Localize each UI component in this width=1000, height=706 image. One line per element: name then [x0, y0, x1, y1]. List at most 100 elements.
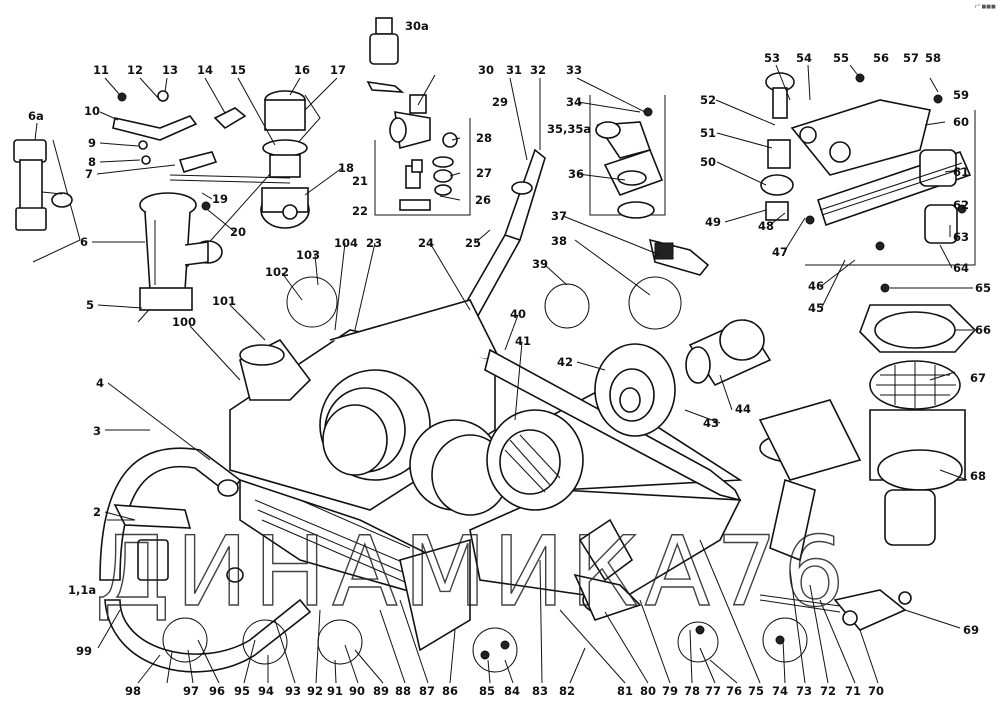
callout-label: 27 [476, 166, 492, 180]
callout-label: 47 [772, 245, 788, 259]
callout-label: 56 [873, 51, 889, 65]
callout-label: 94 [258, 684, 274, 698]
callout-label: 64 [953, 261, 969, 275]
callout-label: 87 [419, 684, 435, 698]
callout-label: 39 [532, 257, 548, 271]
callout-label: 6а [28, 109, 44, 123]
callout-label: 57 [903, 51, 919, 65]
callout-label: 1,1а [68, 583, 96, 597]
drawing-linework [13, 17, 977, 673]
callout-label: 91 [327, 684, 343, 698]
callout-label: 54 [796, 51, 812, 65]
callout-label: 59 [953, 88, 969, 102]
callout-label: 75 [748, 684, 764, 698]
callout-label: 101 [212, 294, 236, 308]
callout-label: 70 [868, 684, 884, 698]
corrugated-hoses-part [573, 399, 862, 621]
callout-label: 38 [551, 234, 567, 248]
callout-label: 44 [735, 402, 751, 416]
callout-label: 63 [953, 230, 969, 244]
callout-label: 51 [700, 126, 716, 140]
callout-label: 18 [338, 161, 354, 175]
callout-label: 84 [504, 684, 520, 698]
callout-label: 16 [294, 63, 310, 77]
plunger-part [760, 72, 795, 221]
callout-label: 29 [492, 95, 508, 109]
callout-label: 35,35а [547, 122, 591, 136]
callout-label: 11 [93, 63, 109, 77]
callout-label: 14 [197, 63, 213, 77]
electric-motor-part [594, 318, 772, 437]
callout-label: 15 [230, 63, 246, 77]
detail-insets [162, 276, 808, 673]
grille-hatching [876, 362, 956, 408]
callout-labels: 1,1а 2 3 4 5 6 6а 7 8 9 10 11 12 13 14 1… [28, 19, 991, 698]
callout-label: 98 [125, 684, 141, 698]
switch-38-part [648, 238, 710, 276]
callout-label: 30а [405, 19, 429, 33]
callout-label: 37 [551, 209, 567, 223]
callout-label: 67 [970, 371, 986, 385]
callout-label: 80 [640, 684, 656, 698]
tap-body-part [260, 90, 310, 229]
callout-label: 86 [442, 684, 458, 698]
callout-label: 40 [510, 307, 526, 321]
callout-label: 41 [515, 334, 531, 348]
callout-label: 72 [820, 684, 836, 698]
switch-panel-part [790, 99, 972, 244]
callout-label: 55 [833, 51, 849, 65]
callout-label: 36 [568, 167, 584, 181]
callout-label: 73 [796, 684, 812, 698]
fan-rotors [319, 369, 584, 516]
callout-label: 65 [975, 281, 991, 295]
leader-lines [34, 64, 973, 684]
callout-label: 9 [88, 136, 96, 150]
callout-label: 3 [93, 424, 101, 438]
callout-label: 28 [476, 131, 492, 145]
callout-label: 48 [758, 219, 774, 233]
callout-label: 33 [566, 63, 582, 77]
callout-label: 43 [703, 416, 719, 430]
callout-label: 4 [96, 376, 104, 390]
valve-30-part [389, 94, 458, 211]
callout-label: 42 [557, 355, 573, 369]
callout-label: 22 [352, 204, 368, 218]
callout-label: 8 [88, 155, 96, 169]
cover-plate-part [859, 304, 977, 546]
callout-label: 77 [705, 684, 721, 698]
callout-label: 52 [700, 93, 716, 107]
callout-label: 6 [80, 235, 88, 249]
callout-label: 34 [566, 95, 582, 109]
callout-label: 71 [845, 684, 861, 698]
callout-label: 89 [373, 684, 389, 698]
callout-label: 12 [127, 63, 143, 77]
callout-label: 82 [559, 684, 575, 698]
corner-mark: г" ■■■ [975, 4, 996, 10]
callout-label: 99 [76, 644, 92, 658]
callout-label: 23 [366, 236, 382, 250]
callout-label: 68 [970, 469, 986, 483]
callout-label: 76 [726, 684, 742, 698]
callout-label: 83 [532, 684, 548, 698]
callout-label: 88 [395, 684, 411, 698]
callout-label: 69 [963, 623, 979, 637]
tap-parts [112, 90, 291, 211]
callout-label: 58 [925, 51, 941, 65]
callout-label: 21 [352, 174, 368, 188]
callout-label: 85 [479, 684, 495, 698]
callout-label: 24 [418, 236, 434, 250]
callout-label: 26 [475, 193, 491, 207]
callout-label: 30 [478, 63, 494, 77]
callout-label: 20 [230, 225, 246, 239]
callout-label: 66 [975, 323, 991, 337]
callout-label: 95 [234, 684, 250, 698]
air-nozzle-part [239, 338, 312, 401]
callout-label: 53 [764, 51, 780, 65]
callout-label: 103 [296, 248, 320, 262]
callout-label: 79 [662, 684, 678, 698]
callout-label: 49 [705, 215, 721, 229]
callout-label: 60 [953, 115, 969, 129]
callout-label: 46 [808, 279, 824, 293]
callout-label: 78 [684, 684, 700, 698]
